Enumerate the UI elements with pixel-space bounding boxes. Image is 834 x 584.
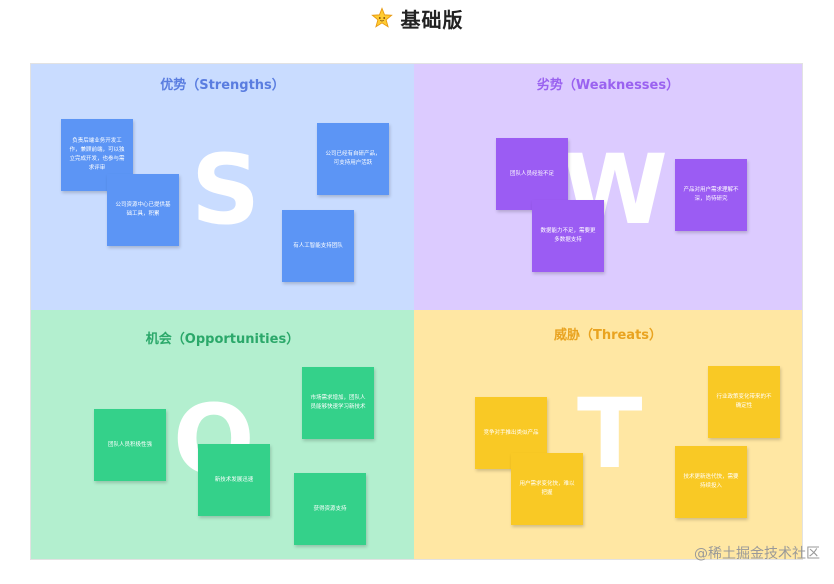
strengths-letter: S	[191, 134, 261, 246]
strengths-title: 优势（Strengths）	[160, 78, 285, 93]
threats-title: 威胁（Threats）	[553, 328, 663, 343]
sticky-note[interactable]: 获得资源支持	[294, 473, 366, 545]
sticky-note[interactable]: 有人工智能支持团队	[282, 210, 354, 282]
sticky-note[interactable]: 公司已经有自研产品，可支持用户活跃	[317, 123, 389, 195]
threats-letter: T	[577, 378, 643, 490]
sticky-note[interactable]: 行业政策变化带来的不确定性	[708, 366, 780, 438]
sticky-note[interactable]: 产品对用户需求理解不深，尚待研究	[675, 159, 747, 231]
opportunities-title: 机会（Opportunities）	[145, 332, 300, 347]
strengths-quadrant: 优势（Strengths） S 负责后端业务开发工作，兼顾前端，可以独立完成开发…	[31, 64, 414, 310]
sticky-note[interactable]: 团队人员积极性强	[94, 409, 166, 481]
sticky-note[interactable]: 新技术发展迅速	[198, 444, 270, 516]
swot-board: 优势（Strengths） S 负责后端业务开发工作，兼顾前端，可以独立完成开发…	[30, 63, 803, 560]
sticky-note[interactable]: 市场需求增加，团队人员能够快速学习新技术	[302, 367, 374, 439]
sticky-note[interactable]: 团队人员经验不足	[496, 138, 568, 210]
sticky-note[interactable]: 公司资源中心已提供基础工具，积累	[107, 174, 179, 246]
weaknesses-quadrant: 劣势（Weaknesses） W 团队人员经验不足 数据能力不足，需要更多数据支…	[414, 64, 802, 310]
weaknesses-title: 劣势（Weaknesses）	[536, 78, 680, 93]
opportunities-quadrant: 机会（Opportunities） O 团队人员积极性强 新技术发展迅速 市场需…	[31, 310, 414, 559]
sticky-note[interactable]: 数据能力不足，需要更多数据支持	[532, 200, 604, 272]
watermark: @稀土掘金技术社区	[694, 546, 820, 562]
sticky-note[interactable]: 负责后端业务开发工作，兼顾前端，可以独立完成开发，也参与需求评审	[61, 119, 133, 191]
star-icon	[370, 7, 393, 28]
threats-quadrant: 威胁（Threats） T 竞争对手推出类似产品 用户需求变化快，难以把握 行业…	[414, 310, 802, 559]
page-header: 基础版	[0, 4, 834, 32]
sticky-note[interactable]: 用户需求变化快，难以把握	[511, 453, 583, 525]
page-title: 基础版	[400, 7, 464, 32]
sticky-note[interactable]: 技术更新迭代快，需要持续投入	[675, 446, 747, 518]
